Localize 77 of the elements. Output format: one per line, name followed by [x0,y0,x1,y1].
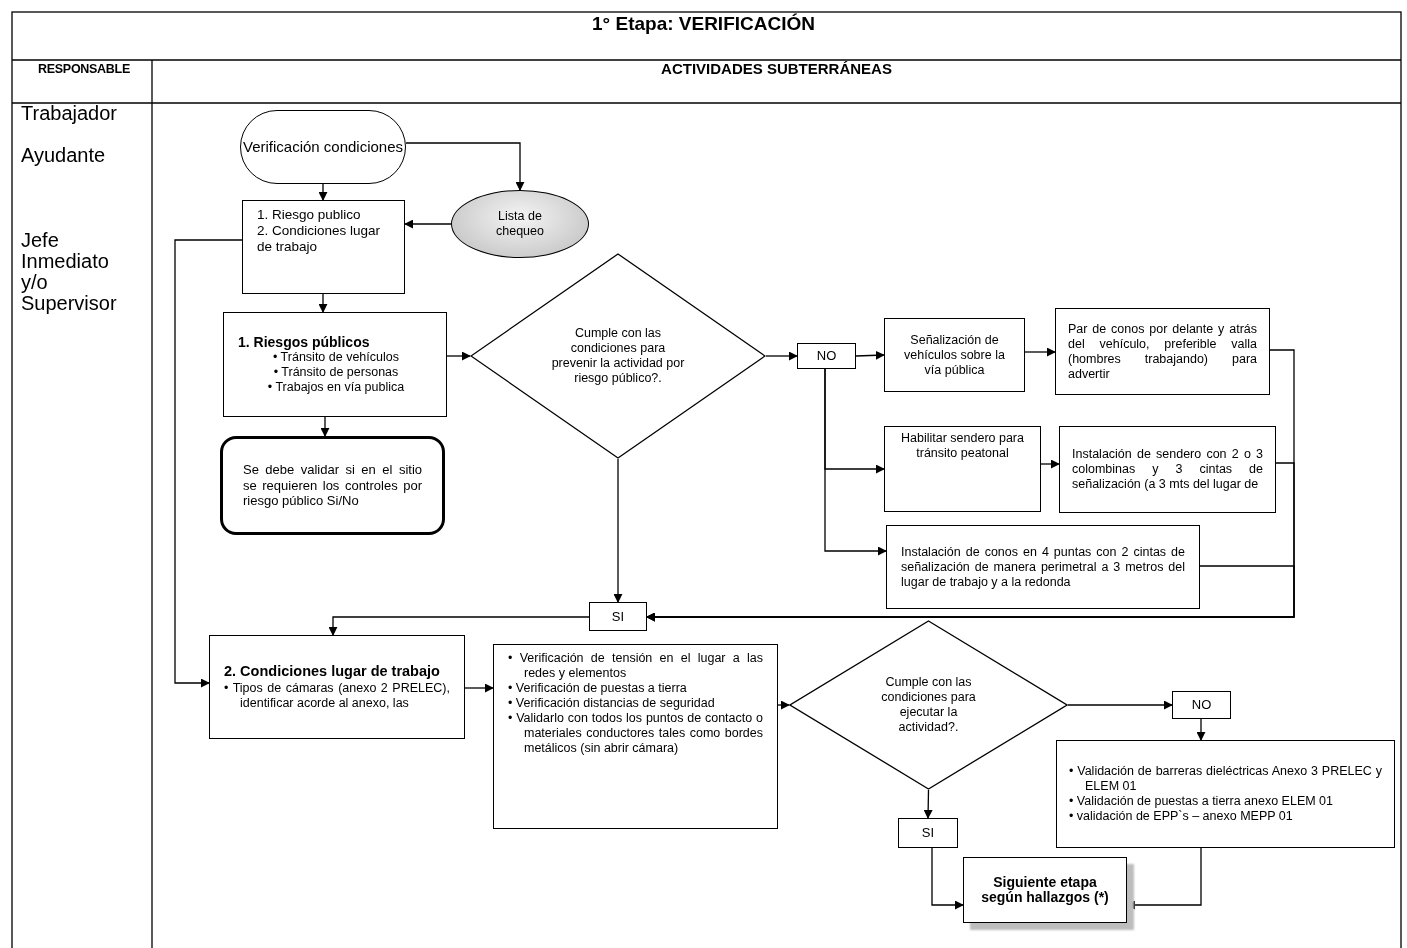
node-text: Siguiente etapa según hallazgos (*) [980,874,1110,906]
arrow [855,350,885,360]
arrow [765,351,798,361]
role-label: Ayudante [21,143,107,167]
node-text: Instalación de conos en 4 puntas con 2 cintas de señalización de manera perimetral a 3 metros del lugar de trabajo y a la redonda [901,544,1185,590]
role-label: Trabajador [21,101,118,125]
column-header: RESPONSABLE [37,62,131,77]
answer-box [898,818,958,848]
decision-diamond [789,620,1068,790]
arrow [320,416,330,437]
decision-diamond [470,253,766,459]
process-box [884,318,1025,392]
bullet-item: • Validarlo con todos los puntos de contacto o materiales conductores tales como bordes metálicos (sin abrir cámara) [508,711,763,756]
node-text: Señalización de vehículos sobre la vía pública [903,332,1006,378]
bullet-item: • Verificación de tensión en el lugar a las redes y elementos [508,651,763,681]
node-text: Par de conos por delante y atrás del vehículo, preferible valla (hombres trabajando) para advertir [1068,321,1257,382]
node-text: Habilitar sendero para tránsito peatonal [900,431,1025,461]
arrow [923,789,933,819]
process-box [886,525,1200,609]
node-text: Instalación de sendero con 2 o 3 colombinas y 3 cintas de señalización (a 3 mts del lugar de [1072,447,1263,492]
process-box [963,857,1127,923]
role-label: Jefe Inmediato y/o Supervisor [21,230,118,314]
node-text: Verificación condiciones [241,138,405,156]
arrow [328,616,590,636]
process-box [493,644,778,829]
node-text: 2. Condiciones lugar de trabajo [257,223,382,256]
note-box [220,436,445,535]
node-text: Lista de chequeo [495,209,545,239]
answer-text: NO [815,348,838,364]
note-text: Se debe validar si en el sitio se requieren los controles por riesgo público Si/No [243,462,422,509]
process-box [242,200,405,294]
answer-box [589,602,647,631]
answer-text: SI [920,825,936,841]
answer-box [797,343,856,369]
arrow [404,219,452,229]
answer-text: SI [610,608,626,625]
answer-text: NO [1190,697,1213,713]
bullet-item: • Validación de barreras dieléctricas Anexo 3 PRELEC y ELEM 01 [1069,764,1382,794]
box-heading: 1. Riesgos públicos [238,333,371,351]
title: 1° Etapa: VERIFICACIÓN [591,13,816,35]
arrow [1196,718,1206,741]
arrow [464,683,494,693]
arrow [1040,459,1060,469]
arrow [405,142,525,191]
arrow [613,458,623,603]
bullet-item: • Tránsito de personas [272,365,400,381]
column-header: ACTIVIDADES SUBTERRÁNEAS [660,60,893,78]
node-text: 1. Riesgo publico [257,207,362,224]
arrow [174,239,243,688]
arrow [1126,847,1202,910]
decision-text: Cumple con las condiciones para prevenir la actividad por riesgo público?. [550,326,686,386]
bullet-item: • Trabajos en vía publica [266,380,406,396]
arrow [931,847,964,910]
process-box [223,312,447,417]
arrow [318,293,328,313]
arrow [318,183,328,201]
process-box [1055,308,1270,395]
answer-box [1172,691,1231,719]
bullet-item: • validación de EPP`s – anexo MEPP 01 [1069,809,1294,824]
bullet-item: • Verificación distancias de seguridad [508,696,716,711]
bullet-item: • Validación de puestas a tierra anexo ELEM 01 [1069,794,1335,809]
process-box [1059,426,1276,513]
process-box [884,426,1041,512]
decision-text: Cumple con las condiciones para ejecutar la actividad?. [880,675,977,735]
box-heading: 2. Condiciones lugar de trabajo [224,663,441,681]
bullet-item: • Tránsito de vehículos [272,350,400,366]
bullet-item: • Verificación de puestas a tierra [508,681,688,696]
process-box [209,635,465,739]
arrow [1067,700,1173,710]
arrow [646,565,1295,622]
arrow [446,351,471,361]
arrow [1024,347,1056,357]
terminator-shape [240,110,406,184]
process-box [1056,740,1395,848]
arrow [824,368,887,556]
arrow [777,700,790,710]
bullet-item: • Tipos de cámaras (anexo 2 PRELEC), identificar acorde al anexo, las [224,680,450,711]
